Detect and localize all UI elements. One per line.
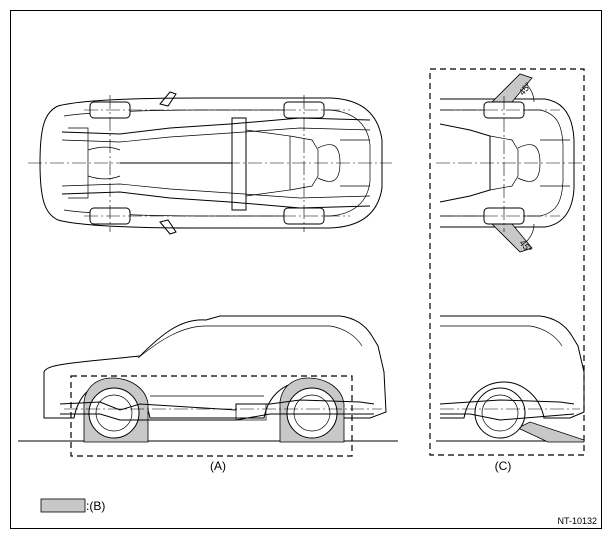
top-view: [28, 91, 392, 235]
top-inner-outline: [63, 109, 371, 217]
angle-arc-bottom: [525, 223, 535, 243]
side-view: [18, 315, 398, 443]
detail-side-outline: [440, 315, 585, 419]
mirror-right: [159, 219, 177, 235]
angle-arc-top: [525, 83, 535, 103]
rear-axle-links: [87, 146, 121, 180]
legend-swatch-b: [40, 498, 86, 513]
detail-underbody-lower: [440, 413, 575, 421]
detail-ramp-shade: [517, 421, 585, 443]
outer-frame: [10, 10, 602, 529]
detail-side-wheel: [474, 387, 526, 439]
side-wheel-rear-rim: [95, 394, 133, 432]
detail-side-view: [436, 315, 585, 443]
detail-inner-outline: [440, 109, 564, 217]
engine-mount-left: [289, 135, 319, 191]
detail-body-outline: [440, 98, 575, 228]
side-window-line: [137, 325, 363, 359]
detail-frame: [439, 123, 491, 203]
legend-label-b: :(B): [86, 499, 105, 513]
figure-id: NT-10132: [557, 516, 597, 526]
frame-rail-lower: [61, 191, 371, 209]
rear-crossmember: [68, 127, 89, 199]
side-wheel-front-rim: [293, 394, 331, 432]
front-crossmember: [231, 117, 247, 211]
mirror-left: [159, 91, 177, 107]
frame-rail-upper: [61, 117, 371, 135]
detail-top-view: 45° 45°: [436, 73, 582, 255]
side-wheel-front: [286, 387, 338, 439]
detail-underbody: [439, 399, 575, 405]
detail-side-window: [440, 325, 563, 347]
detail-mount: [489, 135, 519, 191]
frame-rail-upper-inner: [61, 127, 371, 143]
frame-rail-lower-inner: [61, 183, 371, 199]
underbody-bracket: [235, 403, 267, 421]
side-wheel-rear: [88, 387, 140, 439]
region-c-label: (C): [495, 459, 512, 473]
engine-cradle: [245, 129, 291, 197]
region-a-label: (A): [210, 459, 226, 473]
detail-side-rim: [481, 394, 519, 432]
engine-mount-right: [317, 144, 341, 182]
top-body-outline: [39, 97, 383, 229]
underbody-frame-lower: [60, 413, 374, 421]
region-a-box: [70, 375, 353, 457]
detail-mount-front: [517, 144, 541, 182]
